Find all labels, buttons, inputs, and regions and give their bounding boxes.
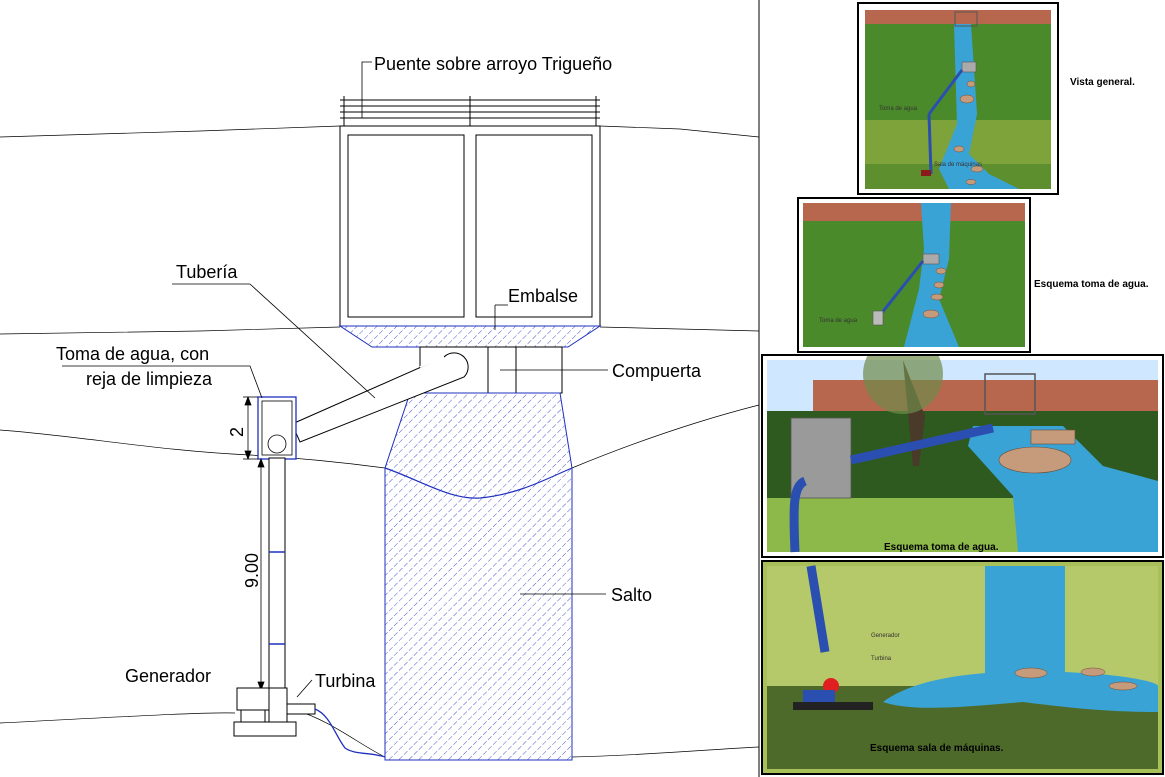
label-intake-line1: Toma de agua, con: [56, 344, 209, 364]
render-engine-tag-generator: Generador: [871, 633, 900, 639]
bridge-railing: [340, 96, 600, 126]
terrain-lines: [0, 125, 760, 758]
intake-box: [257, 396, 297, 460]
render-engine-room: Generador Turbina: [761, 560, 1164, 775]
render-intake-top: Toma de agua: [797, 197, 1031, 353]
render-general-tag-intake: Toma de agua: [879, 106, 918, 112]
pipe: [291, 352, 469, 443]
dimension-penstock-text: 9.00: [242, 553, 262, 588]
render-engine-room-image: Generador Turbina: [763, 562, 1162, 773]
label-intake-line2: reja de limpieza: [86, 369, 213, 389]
render-intake-perspective-image: [763, 356, 1162, 556]
drop-structure: [384, 392, 573, 761]
label-gate: Compuerta: [612, 361, 702, 381]
render-intake-top-tag: Toma de agua: [819, 318, 858, 324]
dimension-penstock: [257, 457, 265, 692]
generator: [233, 687, 297, 737]
caption-intake-top: Esquema toma de agua.: [1034, 279, 1149, 290]
label-pipe: Tubería: [176, 262, 238, 282]
label-reservoir: Embalse: [508, 286, 578, 306]
render-intake-perspective: [761, 354, 1164, 558]
water-surface-line: [384, 467, 573, 499]
label-generator: Generador: [125, 666, 211, 686]
render-general-view: Toma de agua Sala de máquinas: [857, 2, 1059, 195]
reservoir: [338, 325, 602, 348]
penstock: [268, 457, 286, 691]
render-general-view-image: Toma de agua Sala de máquinas: [859, 4, 1057, 193]
dimension-intake: [243, 395, 258, 461]
render-general-tag-engine: Sala de máquinas: [934, 162, 982, 168]
tailrace-water: [314, 708, 386, 758]
leader-lines: [62, 61, 608, 698]
caption-engine-room: Esquema sala de máquinas.: [870, 743, 1004, 754]
turbine: [268, 687, 316, 723]
caption-general-view: Vista general.: [1070, 77, 1135, 88]
caption-intake-perspective: Esquema toma de agua.: [884, 542, 999, 553]
label-turbine: Turbina: [315, 671, 376, 691]
render-engine-tag-turbine: Turbina: [871, 656, 892, 662]
dimension-intake-text: 2: [227, 427, 247, 437]
render-intake-top-image: Toma de agua: [799, 199, 1029, 351]
label-bridge: Puente sobre arroyo Trigueño: [374, 54, 612, 74]
label-drop: Salto: [611, 585, 652, 605]
bridge: [339, 96, 601, 327]
